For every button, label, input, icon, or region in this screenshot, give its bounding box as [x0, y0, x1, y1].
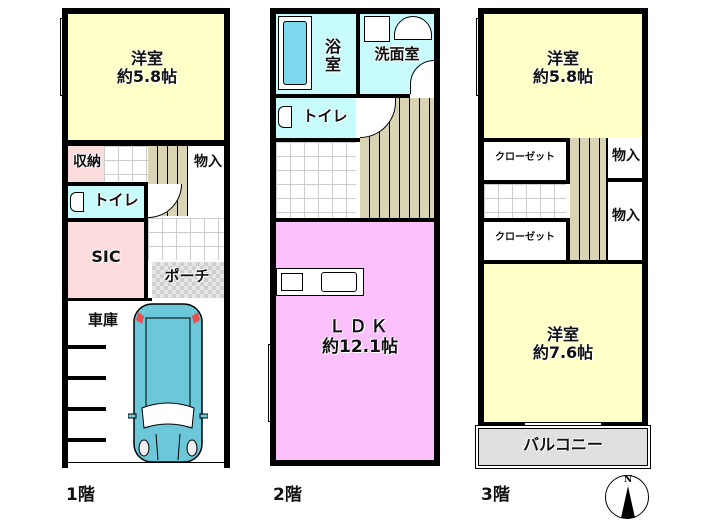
floor1-western-room-label: 洋室 約5.8帖: [116, 49, 178, 87]
floor2-wall: [270, 218, 440, 222]
floor-1-plan: 洋室 約5.8帖 収納 物入 トイレ SIC ポーチ 車庫: [60, 8, 230, 468]
washbasin-icon: [394, 16, 432, 40]
car-icon: [128, 303, 208, 463]
floor3-wall: [478, 218, 570, 222]
floor1-porch[interactable]: [152, 262, 224, 298]
floor3-stairs[interactable]: [570, 138, 606, 260]
floor3-wall: [478, 180, 570, 184]
floor3-wall: [606, 178, 648, 182]
floor2-wall: [270, 94, 410, 98]
floor3-wall: [566, 138, 570, 184]
floor-3-plan: 洋室 約5.8帖 クローゼット クローゼット 物入 物入 洋室 約7.6帖: [476, 8, 648, 428]
floor3-stairs-white: [484, 184, 566, 218]
garage-marker: [68, 345, 106, 349]
floor1-storage-label: 収納: [73, 154, 101, 170]
floor-2-plan: 浴 室 洗面室 トイレ ＬＤＫ 約12.1帖: [268, 8, 440, 466]
floor3-western-room-south[interactable]: [484, 264, 642, 422]
floor1-wall: [62, 182, 148, 186]
floor1-closet[interactable]: [188, 146, 224, 182]
floor3-wall: [566, 218, 570, 264]
floor3-wall: [606, 138, 608, 260]
floor3-western-room-north[interactable]: [484, 14, 642, 138]
garage-marker: [68, 438, 106, 442]
floor3-storage-upper-label: 物入: [612, 148, 640, 164]
floor2-ldk-label: ＬＤＫ 約12.1帖: [322, 317, 398, 357]
stove-icon: [281, 273, 303, 291]
floor3-storage-upper[interactable]: [608, 142, 642, 178]
floor3-balcony[interactable]: [476, 426, 650, 468]
floor3-outer-wall: [478, 8, 484, 426]
washing-machine-icon: [364, 16, 390, 42]
floor1-stairs-white: [104, 146, 148, 182]
floor3-outer-wall: [478, 8, 648, 14]
north-compass: N: [605, 475, 649, 519]
floor2-outer-wall: [434, 8, 440, 466]
floor2-washroom-label: 洗面室: [374, 45, 420, 63]
floor1-toilet-fixture-icon: [70, 192, 84, 212]
floor1-wall: [62, 140, 230, 146]
floor-3-label: 3階: [481, 485, 510, 505]
floor3-storage-lower[interactable]: [608, 182, 642, 260]
floor1-western-room[interactable]: [68, 14, 224, 140]
floor2-stairs-white: [276, 142, 356, 218]
floor1-entrance-hall: [148, 218, 224, 260]
floor1-porch-label: ポーチ: [164, 267, 210, 285]
floor-1-label: 1階: [66, 485, 95, 505]
floor3-wall: [478, 260, 648, 264]
floor1-wall: [144, 222, 148, 302]
floor3-wall: [478, 138, 570, 142]
garage-marker: [68, 407, 106, 411]
floor1-wall: [144, 186, 148, 222]
north-arrow-icon: [621, 486, 635, 518]
floor1-storage[interactable]: [68, 146, 104, 182]
floor2-outer-wall: [270, 8, 276, 466]
floor2-outer-wall: [270, 8, 440, 14]
floor2-outer-wall: [270, 460, 440, 466]
floor1-outer-wall: [62, 8, 68, 468]
floor1-garage-edge: [68, 462, 224, 463]
floor3-storage-lower-label: 物入: [612, 208, 640, 224]
kitchen-counter: [276, 268, 364, 296]
floor2-wall: [356, 14, 360, 94]
floor3-balcony-label: バルコニー: [523, 435, 603, 454]
floor3-closet-lower[interactable]: [484, 222, 566, 260]
floor3-window-south: [524, 422, 602, 428]
floor3-western-room-north-label: 洋室 約5.8帖: [532, 49, 594, 87]
floor3-outer-wall: [642, 8, 648, 426]
floor1-toilet-label: トイレ: [93, 191, 139, 209]
floor2-ldk[interactable]: [276, 222, 434, 462]
floor2-bath-label: 浴 室: [324, 37, 341, 75]
floor3-closet-upper-label: クローゼット: [495, 152, 555, 163]
floor2-toilet-label: トイレ: [302, 107, 348, 125]
floor3-closet-upper[interactable]: [484, 142, 566, 180]
floor1-closet-label: 物入: [194, 154, 222, 170]
floor1-outer-wall: [224, 8, 230, 468]
floor2-toilet-fixture-icon: [278, 106, 292, 128]
floor1-wall: [62, 218, 148, 222]
floor-2-label: 2階: [273, 485, 302, 505]
garage-marker: [68, 376, 106, 380]
floor1-outer-wall: [62, 8, 230, 14]
floor2-wall: [270, 138, 360, 142]
floor1-sic[interactable]: [68, 222, 144, 298]
north-label: N: [623, 475, 633, 485]
bathtub-icon: [278, 16, 312, 90]
floor1-wall: [62, 298, 152, 301]
sink-icon: [321, 272, 357, 292]
floor3-western-room-south-label: 洋室 約7.6帖: [532, 325, 594, 363]
floor3-closet-lower-label: クローゼット: [495, 232, 555, 243]
floor1-garage-label: 車庫: [87, 311, 118, 329]
floor1-sic-label: SIC: [91, 247, 121, 266]
